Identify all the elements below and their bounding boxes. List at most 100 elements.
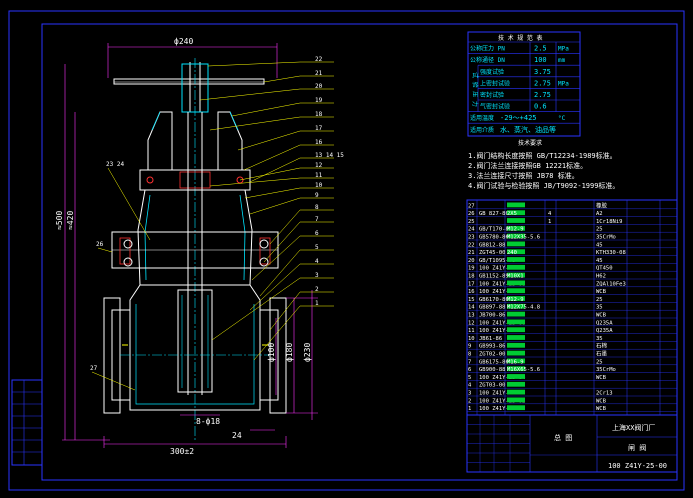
title-company: 上海XX阀门厂 bbox=[612, 423, 655, 432]
bom-row-name: M12X75-4.8 bbox=[507, 305, 540, 311]
spec-row-value: 2.75 bbox=[534, 79, 551, 87]
bom-row-code: JB61-86 bbox=[479, 336, 502, 342]
bom-row-name-bar bbox=[507, 335, 525, 340]
valve-drawing[interactable] bbox=[103, 58, 287, 440]
bom-row-code: ZGT45-00 bbox=[479, 250, 506, 256]
bom-row-no: 24 bbox=[468, 227, 475, 233]
spec-row-label: 公称压力 PN bbox=[470, 45, 505, 53]
bom-row-no: 7 bbox=[468, 359, 471, 365]
bom-row-code: GB897-88 bbox=[479, 305, 506, 311]
bom-row-material: 石棉 bbox=[596, 342, 608, 350]
yoke[interactable] bbox=[139, 111, 251, 191]
spec-row-value: 水、蒸汽、油品等 bbox=[500, 125, 556, 134]
bom-row-no: 5 bbox=[468, 375, 471, 381]
bom-row-material: ZQAl10Fe3 bbox=[596, 281, 626, 287]
bom-row-name-bar bbox=[507, 233, 525, 239]
bom-row-no: 17 bbox=[468, 281, 475, 287]
leader-line bbox=[237, 130, 301, 151]
bom-row-qty: 4 bbox=[548, 211, 552, 217]
dim-flange-d3: ф230 bbox=[303, 343, 312, 362]
valve-body[interactable] bbox=[103, 284, 287, 414]
bom-row-name-bar bbox=[507, 210, 525, 216]
balloon-label: 16 bbox=[315, 139, 323, 146]
bom-row-no: 9 bbox=[468, 344, 471, 350]
leader-line bbox=[239, 167, 301, 181]
dim-flange-d1: ф100 bbox=[267, 343, 276, 362]
title-drawing-name: 总 图 bbox=[554, 433, 572, 442]
bom-row-name: M10X1 bbox=[507, 274, 524, 280]
bom-row-name-bar bbox=[507, 296, 525, 301]
bom-row-name-bar bbox=[507, 374, 525, 379]
bom-row-code: 100 Z41Y-25-09 bbox=[479, 266, 525, 272]
handwheel[interactable] bbox=[113, 58, 265, 440]
tech-note-2: 2.阀门法兰连接按照GB 12221标准。 bbox=[468, 161, 587, 170]
leader-line bbox=[244, 187, 301, 199]
balloon-label: 23 24 bbox=[106, 161, 124, 168]
bom-row-no: 20 bbox=[468, 258, 475, 264]
bom-row-name-bar bbox=[507, 280, 525, 286]
bom-row-material: 35CrMo bbox=[596, 235, 616, 241]
bom-row-no: 26 bbox=[468, 211, 475, 217]
stem-and-wedge[interactable] bbox=[177, 112, 213, 395]
bom-row-code: GB6175-86 bbox=[479, 359, 509, 365]
bom-row-no: 15 bbox=[468, 297, 475, 303]
bom-row-no: 1 bbox=[468, 406, 471, 412]
leader-line bbox=[263, 221, 301, 263]
bom-row-no: 22 bbox=[468, 242, 475, 248]
bom-row-name-bar bbox=[507, 342, 525, 348]
bom-row-no: 6 bbox=[468, 367, 471, 373]
bom-row-code: GB812-88 bbox=[479, 242, 506, 248]
bom-row-material: 25 bbox=[596, 297, 603, 303]
bom-row-material: 35CrMo bbox=[596, 367, 616, 373]
bom-row-no: 2 bbox=[468, 398, 471, 404]
balloon-label: 10 bbox=[315, 182, 323, 189]
bom-row-material: WCB bbox=[596, 313, 607, 319]
leader-line bbox=[269, 209, 301, 245]
spec-row-value: 0.6 bbox=[534, 103, 547, 111]
bom-row-code: GB 827-86 bbox=[479, 211, 509, 217]
bom-row-name-bar bbox=[507, 397, 525, 403]
balloon-label: 18 bbox=[315, 111, 323, 118]
title-block[interactable]: 总 图 上海XX阀门厂 闸 阀 100 Z41Y-25-00 bbox=[466, 414, 678, 473]
title-part: 闸 阀 bbox=[628, 443, 646, 452]
leader-line bbox=[243, 144, 301, 171]
bom-row-material: KTH330-08 bbox=[596, 250, 626, 256]
spec-row-value: 3.75 bbox=[534, 68, 551, 76]
dim-face-length: 300±2 bbox=[170, 447, 194, 456]
spec-row-value: -29～+425 bbox=[500, 114, 537, 122]
bom-row-name: M12X35-5.6 bbox=[507, 235, 540, 241]
bom-row-name-bar bbox=[507, 303, 525, 309]
bom-row-name-bar bbox=[507, 389, 525, 395]
spec-side-label: 试 验 压 力 bbox=[471, 72, 479, 107]
bom-row-name-bar bbox=[507, 350, 525, 356]
bom-row-no: 16 bbox=[468, 289, 475, 295]
spec-row-unit: mm bbox=[558, 57, 566, 64]
balloon-label: 13 14 15 bbox=[315, 152, 344, 159]
bom-row-material: H62 bbox=[596, 274, 606, 280]
leader-line bbox=[209, 116, 301, 131]
title-code: 100 Z41Y-25-00 bbox=[608, 462, 667, 470]
bom-row-code: GB993-86 bbox=[479, 344, 506, 350]
bom-row-code: GB6170-86 bbox=[479, 297, 509, 303]
tech-note-1: 1.阀门结构长度按照 GB/T12234-1989标准。 bbox=[468, 151, 617, 160]
bom-row-name: M16X65-5.6 bbox=[507, 367, 540, 373]
bom-row-material: WCB bbox=[596, 398, 607, 404]
bom-row-name-bar bbox=[507, 202, 525, 208]
bom-row-code: JB700-86 bbox=[479, 313, 506, 319]
bom-row-material: Q235A bbox=[596, 320, 613, 326]
bom-row-material: 35 bbox=[596, 336, 603, 342]
bom-row-name: 2X5 bbox=[507, 211, 517, 217]
bom-row-name-bar bbox=[507, 381, 525, 387]
balloon-label: 7 bbox=[315, 216, 319, 223]
bom-row-code: ZGT03-00 bbox=[479, 383, 506, 389]
spec-row-unit: MPa bbox=[558, 46, 569, 53]
bom-row-material: 25 bbox=[596, 227, 603, 233]
bom-row-no: 3 bbox=[468, 391, 471, 397]
balloon-label: 17 bbox=[315, 125, 323, 132]
bom-row-name: 240 bbox=[507, 250, 517, 256]
bom-row-name: M16-9 bbox=[507, 359, 524, 365]
balloon-label: 27 bbox=[90, 365, 98, 372]
